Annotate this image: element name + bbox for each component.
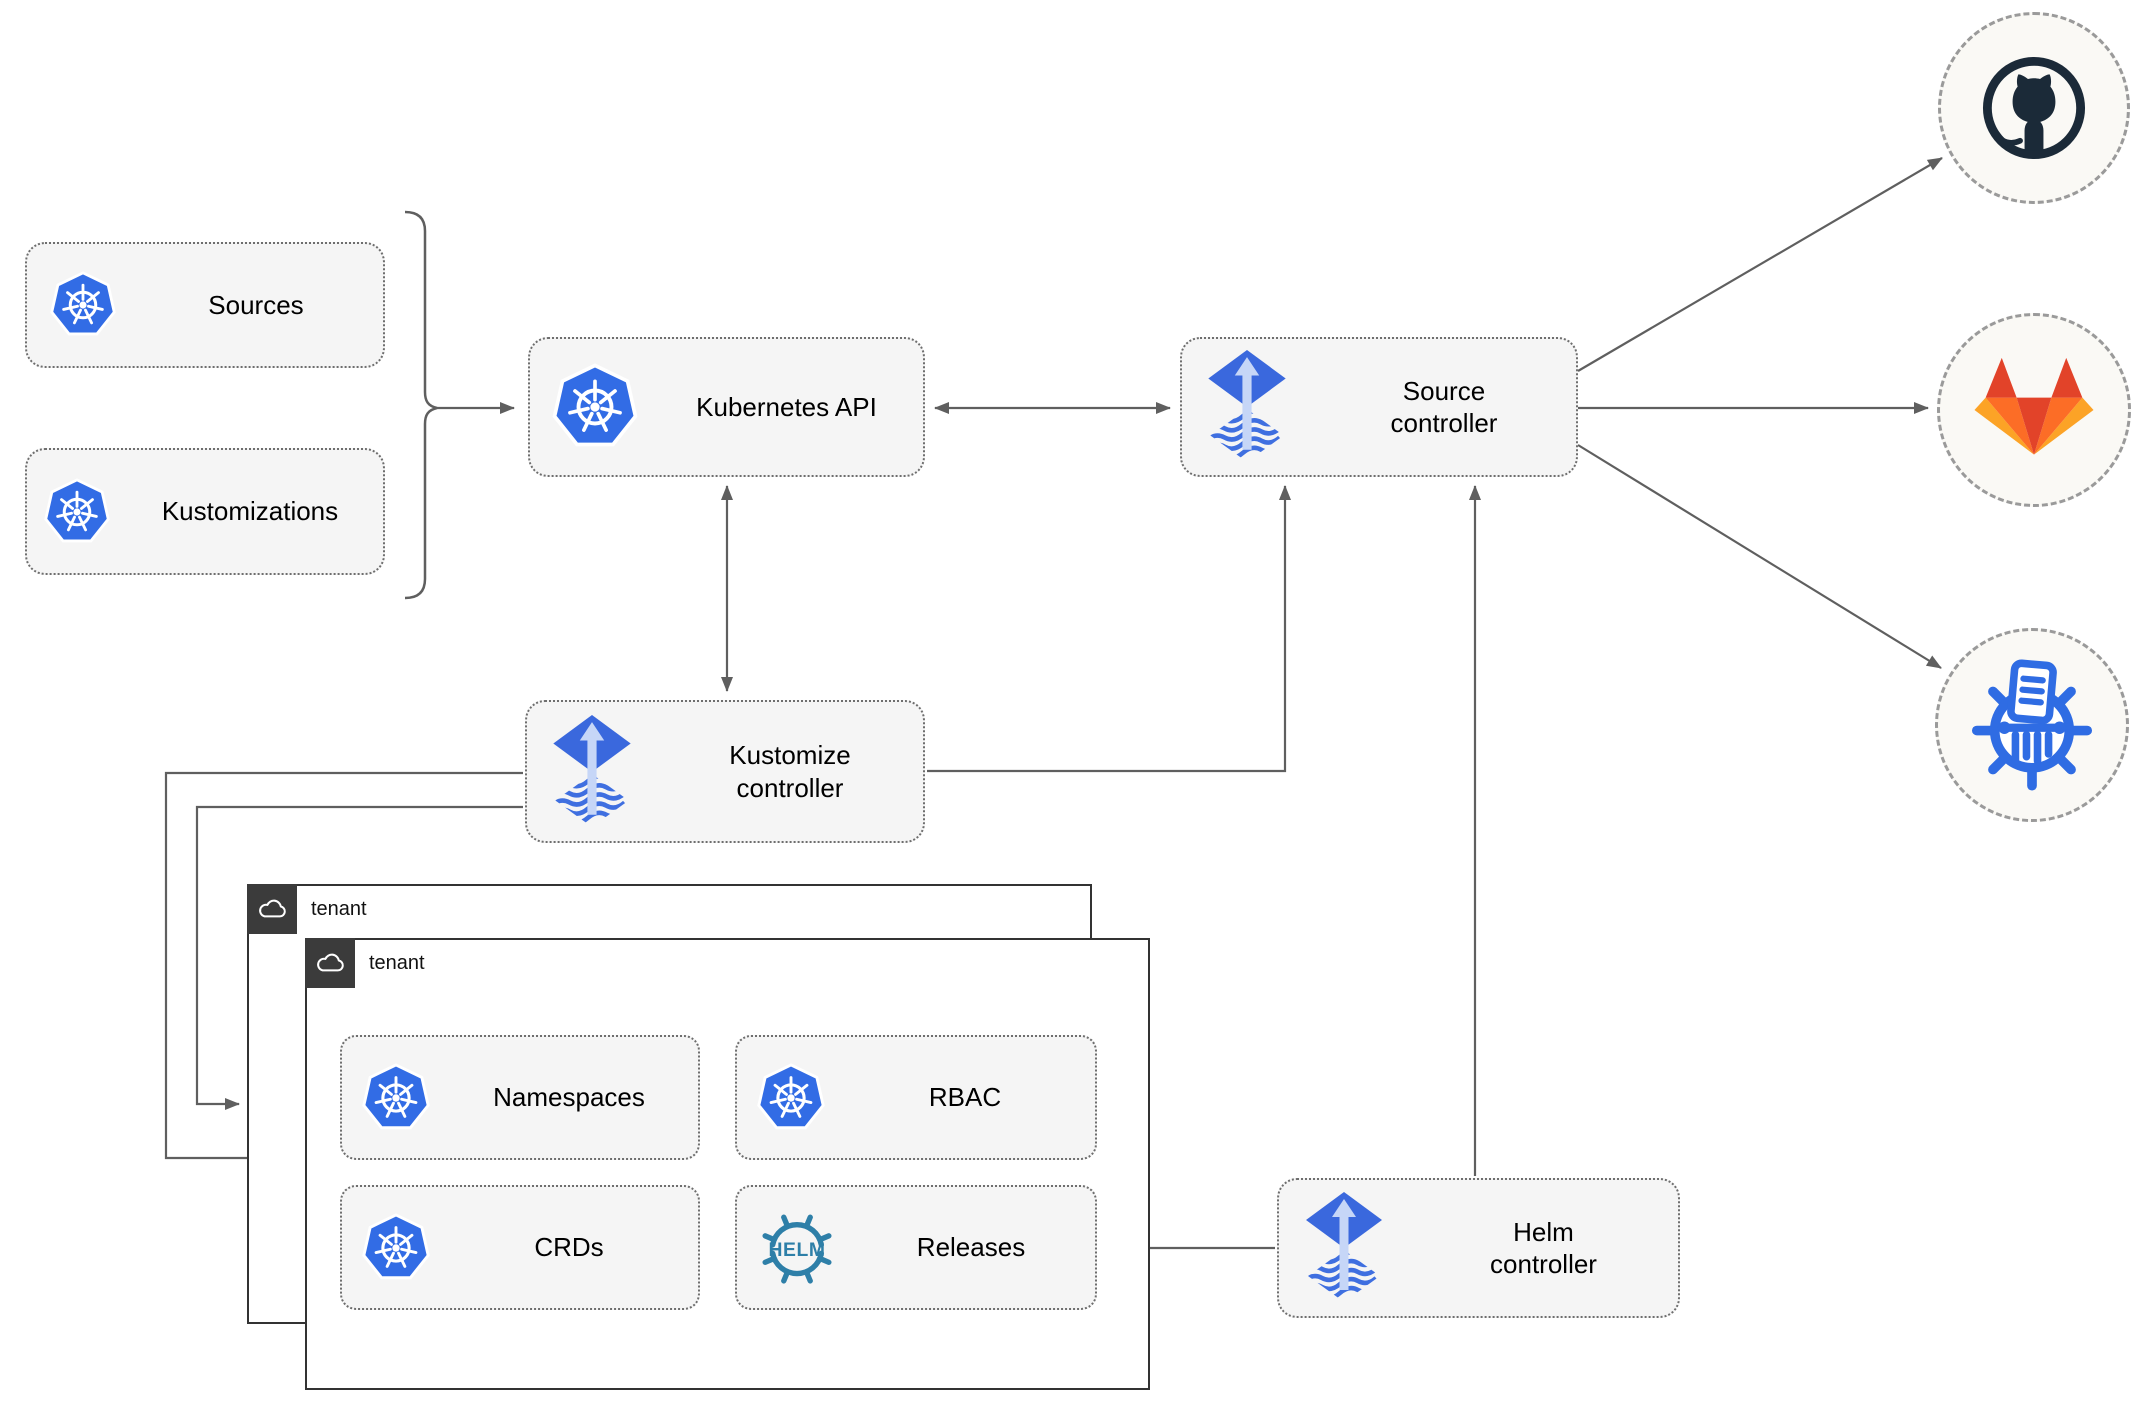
node-source-controller: Source controller xyxy=(1180,337,1578,477)
edge-kustomize-tenant-front xyxy=(164,771,523,1164)
tenant-label: tenant xyxy=(311,897,367,920)
node-label: Source controller xyxy=(1390,375,1498,439)
endpoint-github xyxy=(1938,12,2130,204)
tenant-box-front: tenant xyxy=(305,938,1150,1390)
kubernetes-icon xyxy=(27,477,127,546)
cloud-icon xyxy=(317,953,344,972)
kubernetes-icon xyxy=(342,1062,450,1133)
tenant-tab xyxy=(305,938,355,988)
node-crds: CRDs xyxy=(340,1185,700,1310)
node-releases: HELM Releases xyxy=(735,1185,1097,1310)
gitlab-icon xyxy=(1974,357,2094,455)
endpoint-kustomize-registry xyxy=(1935,628,2129,822)
tenant-label: tenant xyxy=(369,951,425,974)
node-label: Namespaces xyxy=(493,1082,645,1113)
edge-source-github xyxy=(1577,157,1943,372)
endpoint-gitlab xyxy=(1937,313,2131,507)
node-label: Kubernetes API xyxy=(696,391,877,422)
helm-wordmark: HELM xyxy=(769,1239,826,1261)
flux-icon xyxy=(1279,1192,1409,1304)
kubernetes-icon xyxy=(342,1212,450,1283)
edge-source-registry xyxy=(1577,444,1942,669)
brace-sources-group xyxy=(404,210,438,600)
node-label: Releases xyxy=(916,1232,1026,1263)
tenant-tab xyxy=(247,884,297,934)
node-label: Kustomizations xyxy=(161,496,339,527)
helm-icon: HELM xyxy=(737,1205,857,1291)
node-label: CRDs xyxy=(534,1232,604,1263)
node-rbac: RBAC xyxy=(735,1035,1097,1160)
cloud-icon xyxy=(259,899,286,918)
edge-kustomize-source xyxy=(927,485,1291,773)
kustomize-icon xyxy=(1971,659,2093,791)
node-kubernetes-api: Kubernetes API xyxy=(528,337,925,477)
edge-kustomize-tenant-back xyxy=(195,805,523,1110)
kubernetes-icon xyxy=(737,1062,845,1133)
node-kustomize-controller: Kustomize controller xyxy=(525,700,925,843)
node-label: RBAC xyxy=(928,1082,1002,1113)
flux-icon xyxy=(527,714,657,829)
node-kustomizations: Kustomizations xyxy=(25,448,385,575)
kubernetes-icon xyxy=(530,363,660,451)
node-namespaces: Namespaces xyxy=(340,1035,700,1160)
node-label: Sources xyxy=(208,289,304,320)
kubernetes-icon xyxy=(27,271,139,339)
github-icon xyxy=(1982,56,2086,160)
node-label: Helm controller xyxy=(1490,1216,1597,1280)
flux-icon xyxy=(1182,350,1312,464)
node-label: Kustomize controller xyxy=(729,740,851,803)
node-helm-controller: Helm controller xyxy=(1277,1178,1680,1318)
node-sources: Sources xyxy=(25,242,385,368)
